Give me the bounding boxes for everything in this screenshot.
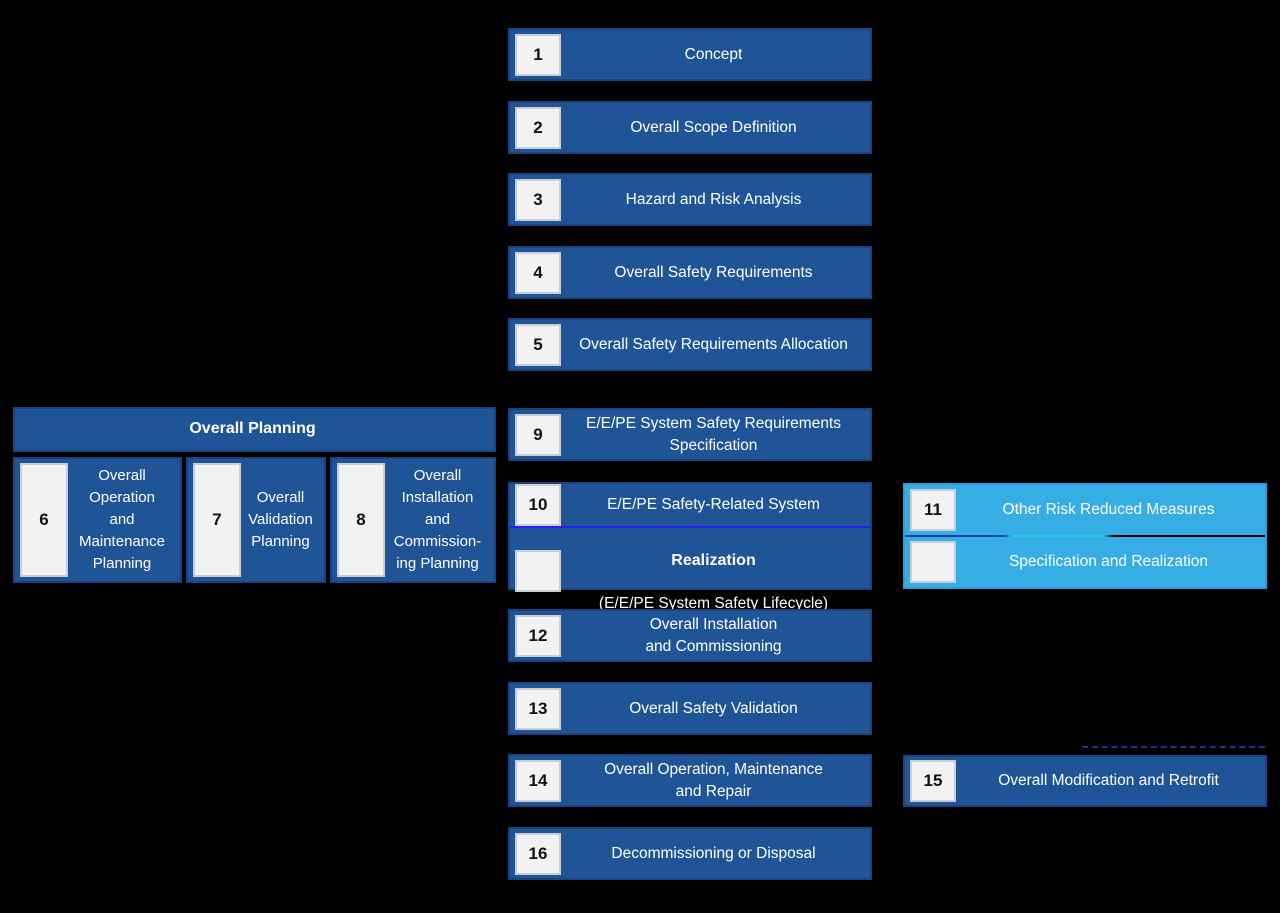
- realization-blank-square: [515, 550, 561, 593]
- phase-label-16: Decommissioning or Disposal: [611, 844, 816, 862]
- realization-title: Realization: [671, 551, 756, 569]
- phase-box-1-concept: 1 Concept: [508, 28, 872, 81]
- phase-number-16: 16: [515, 832, 561, 875]
- phase-number-4: 4: [515, 251, 561, 294]
- phase-number-13: 13: [515, 687, 561, 730]
- phase-box-7-validation-planning: 7 Overall Validation Planning: [186, 457, 326, 583]
- realization-row: Realization (E/E/PE System Safety Lifecy…: [510, 528, 870, 615]
- phase-number-7: 7: [193, 463, 241, 577]
- phase-label-13: Overall Safety Validation: [629, 699, 798, 717]
- phase-label-8: Overall Installation and Commission- ing…: [393, 466, 482, 573]
- phase-number-12: 12: [515, 614, 561, 657]
- phase-number-5: 5: [515, 323, 561, 366]
- phase-10-row: 10 E/E/PE Safety-Related System: [510, 484, 870, 526]
- phase-number-15: 15: [910, 760, 956, 802]
- connector-artifact-line: [1082, 746, 1265, 748]
- realization-subtitle: (E/E/PE System Safety Lifecycle): [598, 595, 829, 613]
- phase-11-blank-square: [910, 541, 956, 583]
- phase-box-14-operation-maintenance-repair: 14 Overall Operation, Maintenance and Re…: [508, 754, 872, 807]
- phase-number-11: 11: [910, 489, 956, 531]
- specification-realization-label: Specification and Realization: [1008, 553, 1209, 571]
- phase-11-separator-line: [905, 535, 1265, 537]
- realization-label: Realization (E/E/PE System Safety Lifecy…: [561, 528, 870, 615]
- phase-11-row: 11 Other Risk Reduced Measures: [905, 485, 1265, 535]
- phase-box-11-other-risk-reduced-measures: 11 Other Risk Reduced Measures Specifica…: [903, 483, 1267, 589]
- phase-box-8-installation-commissioning-planning: 8 Overall Installation and Commission- i…: [330, 457, 496, 583]
- realization-separator-line: [510, 526, 870, 528]
- phase-box-3-hazard-risk-analysis: 3 Hazard and Risk Analysis: [508, 173, 872, 226]
- phase-number-6: 6: [20, 463, 68, 577]
- safety-underlined: Safety: [714, 595, 759, 613]
- phase-box-2-overall-scope-definition: 2 Overall Scope Definition: [508, 101, 872, 154]
- phase-number-3: 3: [515, 178, 561, 221]
- phase-box-15-modification-retrofit: 15 Overall Modification and Retrofit: [903, 755, 1267, 807]
- phase-number-1: 1: [515, 33, 561, 76]
- phase-number-8: 8: [337, 463, 385, 577]
- overall-planning-header: Overall Planning: [13, 407, 496, 452]
- phase-label-15: Overall Modification and Retrofit: [998, 772, 1219, 790]
- phase-label-3: Hazard and Risk Analysis: [625, 190, 802, 208]
- phase-label-10: E/E/PE Safety-Related System: [607, 496, 820, 514]
- specification-realization-row: Specification and Realization: [905, 537, 1265, 587]
- phase-box-13-overall-safety-validation: 13 Overall Safety Validation: [508, 682, 872, 735]
- overall-planning-title: Overall Planning: [189, 420, 316, 438]
- phase-box-16-decommissioning-disposal: 16 Decommissioning or Disposal: [508, 827, 872, 880]
- phase-label-12: Overall Installation and Commissioning: [645, 615, 782, 655]
- phase-label-1: Concept: [684, 45, 743, 63]
- phase-label-5: Overall Safety Requirements Allocation: [579, 335, 848, 353]
- phase-number-2: 2: [515, 106, 561, 149]
- phase-label-7: Overall Validation Planning: [248, 488, 313, 551]
- phase-box-4-overall-safety-requirements: 4 Overall Safety Requirements: [508, 246, 872, 299]
- phase-box-9-eepe-safety-requirements-specification: 9 E/E/PE System Safety Requirements Spec…: [508, 408, 872, 461]
- phase-label-11: Other Risk Reduced Measures: [1002, 501, 1215, 519]
- phase-number-9: 9: [515, 413, 561, 456]
- phase-label-4: Overall Safety Requirements: [614, 263, 813, 281]
- phase-number-14: 14: [515, 759, 561, 802]
- phase-box-12-overall-installation-commissioning: 12 Overall Installation and Commissionin…: [508, 609, 872, 662]
- phase-label-6: Overall Operation and Maintenance Planni…: [79, 466, 165, 573]
- phase-label-9: E/E/PE System Safety Requirements Specif…: [586, 414, 841, 454]
- phase-box-10-eepe-safety-related-system: 10 E/E/PE Safety-Related System Realizat…: [508, 482, 872, 612]
- phase-number-10: 10: [515, 484, 561, 526]
- phase-box-5-safety-requirements-allocation: 5 Overall Safety Requirements Allocation: [508, 318, 872, 371]
- phase-box-6-operation-maintenance-planning: 6 Overall Operation and Maintenance Plan…: [13, 457, 182, 583]
- phase-label-14: Overall Operation, Maintenance and Repai…: [604, 760, 823, 800]
- phase-label-2: Overall Scope Definition: [630, 118, 797, 136]
